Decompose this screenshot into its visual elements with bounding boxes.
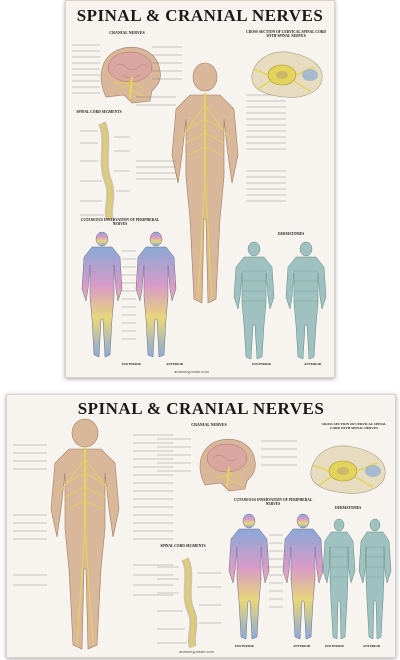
dermatomes-heading: DERMATOMES — [278, 232, 305, 236]
cranial-nerves-heading: CRANIAL NERVES — [109, 30, 145, 35]
posterior-body-figure — [50, 418, 120, 650]
poster-title: SPINAL & CRANIAL NERVES — [76, 6, 324, 25]
body-leaders — [136, 94, 286, 202]
spinal-segments-illustration — [80, 121, 130, 221]
spinal-segments-illustration — [157, 557, 221, 649]
cutaneous-posterior-label: POSTERIOR — [235, 644, 254, 648]
cutaneous-anterior-label: ANTERIOR — [166, 362, 184, 366]
dermatome-posterior-label: POSTERIOR — [252, 362, 271, 366]
poster-title: SPINAL & CRANIAL NERVES — [77, 399, 325, 418]
cutaneous-figures — [81, 231, 177, 358]
cranial-leaders — [72, 44, 182, 94]
dermatome-posterior-label: POSTERIOR — [325, 644, 344, 648]
poster-landscape: SPINAL & CRANIAL NERVES CRANIAL NERVES — [6, 394, 396, 658]
dermatome-figures — [233, 241, 327, 360]
cranial-leaders — [157, 438, 297, 472]
spinal-segments-heading: SPINAL CORD SEGMENTS — [160, 544, 206, 548]
website-footer: anatomyposter.com — [174, 369, 209, 374]
cross-section-illustration — [251, 51, 323, 98]
cross-section-illustration — [310, 445, 386, 494]
poster-portrait: SPINAL & CRANIAL NERVES CRANIAL NERVES — [65, 0, 335, 378]
body-leaders — [13, 434, 173, 596]
dermatome-anterior-label: ANTERIOR — [304, 362, 322, 366]
cranial-nerves-illustration — [199, 439, 256, 492]
cutaneous-heading: CUTANEOUS INNERVATION OF PERIPHERAL NERV… — [233, 498, 313, 506]
dermatome-figures — [323, 518, 392, 640]
cross-section-heading: CROSS SECTION OF CERVICAL SPINAL CORD WI… — [246, 30, 326, 38]
cutaneous-posterior-label: POSTERIOR — [122, 362, 141, 366]
cranial-nerves-heading: CRANIAL NERVES — [191, 422, 227, 427]
cranial-nerves-illustration — [100, 47, 161, 104]
cross-section-heading: CROSS SECTION OF CERVICAL SPINAL CORD WI… — [321, 422, 387, 430]
posterior-body-figure — [171, 62, 239, 304]
dermatomes-heading: DERMATOMES — [335, 506, 362, 510]
spinal-segments-heading: SPINAL CORD SEGMENTS — [76, 110, 122, 114]
dermatome-anterior-label: ANTERIOR — [363, 644, 381, 648]
cutaneous-anterior-label: ANTERIOR — [293, 644, 311, 648]
cutaneous-figures — [228, 513, 324, 640]
website-footer: anatomyposter.com — [179, 649, 214, 654]
cutaneous-heading: CUTANEOUS INNERVATION OF PERIPHERAL NERV… — [80, 218, 160, 226]
